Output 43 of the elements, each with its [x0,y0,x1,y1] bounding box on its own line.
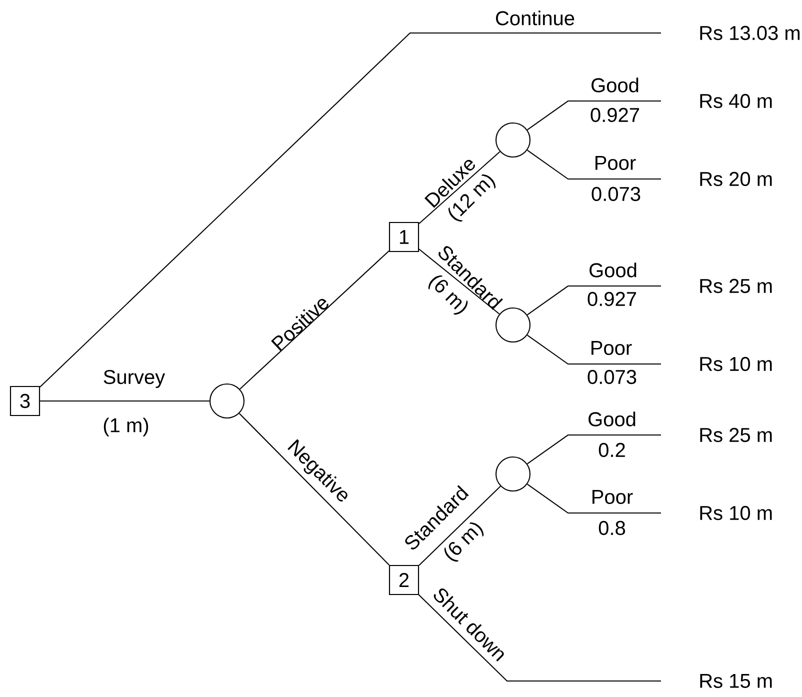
branch-line [417,593,661,682]
branch-line [527,434,661,464]
branch-line [527,484,661,514]
branch-line [527,150,661,180]
payoff-text: Rs 40 m [700,94,772,108]
branch-note: 0.073 [592,186,640,202]
decision-box: 1 [388,222,420,252]
edge-label: Good [592,78,638,92]
branch-line [238,413,390,566]
branch-line [40,400,210,402]
branch-line [527,334,661,365]
chance-circle [495,122,531,158]
payoff-text: Rs 10 m [700,506,772,520]
branch-line [527,285,661,316]
payoff-text: Rs 10 m [700,356,772,372]
edge-label: Poor [592,341,632,355]
payoff-text: Rs 25 m [700,278,772,294]
branch-line [418,151,500,224]
edge-label: Good [588,412,636,426]
branch-line [418,486,501,566]
branch-note: 0.927 [588,292,636,306]
branch-note: 0.8 [598,520,626,536]
payoff-text: Rs 15 m [700,674,772,688]
branch-note: 0.927 [590,108,640,122]
edge-label: Continue [496,10,574,26]
branch-line [240,250,390,390]
decision-box: 2 [388,564,420,596]
branch-note: 0.2 [598,442,625,458]
payoff-text: Rs 13.03 m [700,26,800,40]
edge-label: Poor [592,490,633,504]
branch-line [418,248,500,314]
branch-note: (1 m) [104,418,148,436]
edge-label: Good [590,262,636,278]
chance-circle [209,383,245,419]
decision-box: 3 [10,386,40,416]
chance-circle [495,456,531,492]
edge-label: Poor [596,156,636,170]
branch-line [39,32,661,388]
branch-note: 0.073 [588,370,636,384]
payoff-text: Rs 25 m [700,428,772,442]
edge-label: Survey [104,370,166,388]
payoff-text: Rs 20 m [700,172,772,186]
branch-line [527,100,661,130]
